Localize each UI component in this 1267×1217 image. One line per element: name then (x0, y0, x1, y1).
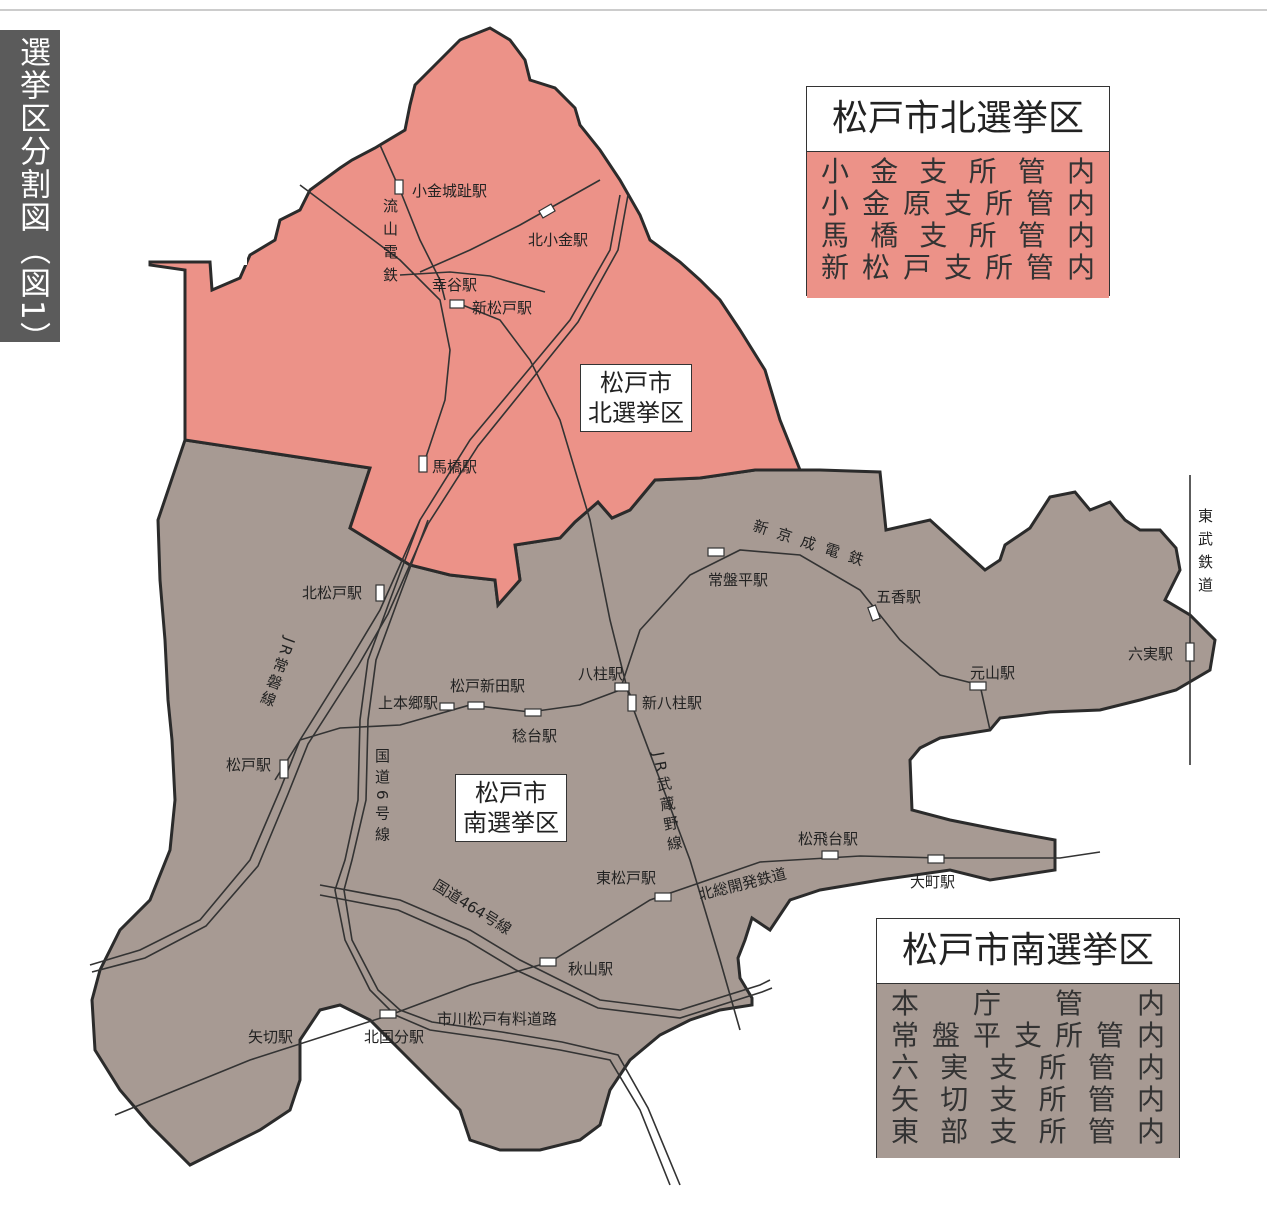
station-mark-kita-kogane (538, 203, 556, 219)
north-district-area (148, 26, 803, 609)
south-district-label-line2: 南選挙区 (463, 809, 559, 837)
north-legend-body: 小金支所管内 小金原支所管内 馬橋支所管内 新松戸支所管内 (807, 152, 1109, 298)
line-label-toll-road: 市川松戸有料道路 (437, 1010, 557, 1028)
route464-road-2 (319, 894, 773, 1019)
station-mark-akiyama (539, 957, 557, 967)
station-label-matsuhidai: 松飛台駅 (798, 830, 858, 848)
station-label-kami-hongo: 上本郷駅 (378, 694, 438, 712)
station-mark-tokiwadaira (707, 547, 725, 557)
south-legend-body: 本庁管内 常盤平支所管内 六実支所管内 矢切支所管内 東部支所管内 (877, 984, 1179, 1158)
station-label-yabashira: 八柱駅 (578, 665, 623, 683)
figure-title-tab: 選挙区分割図（図1） (0, 30, 60, 355)
joban-line-2 (91, 194, 629, 973)
station-label-akiyama: 秋山駅 (568, 960, 613, 978)
station-mark-minoridai (524, 708, 542, 717)
station-label-yagiri: 矢切駅 (248, 1028, 293, 1046)
station-label-shin-matsudo: 新松戸駅 (472, 299, 532, 317)
station-mark-omachi (927, 854, 945, 864)
north-district-label-line2: 北選挙区 (588, 399, 684, 427)
station-label-kita-kokubun: 北国分駅 (364, 1028, 424, 1046)
station-mark-kita-matsudo (375, 584, 385, 602)
south-legend-row: 矢切支所管内 (891, 1083, 1165, 1116)
figure-title: 選挙区分割図（図1） (14, 36, 50, 355)
south-legend-row: 六実支所管内 (891, 1051, 1165, 1084)
north-district-label: 松戸市 北選挙区 (580, 364, 692, 432)
south-district-label: 松戸市 南選挙区 (455, 774, 567, 842)
station-mark-mabashi (418, 455, 428, 473)
station-label-kogane-joshi: 小金城趾駅 (412, 182, 487, 200)
station-label-kita-kogane: 北小金駅 (528, 231, 588, 249)
north-district-label-line1: 松戸市 (600, 369, 672, 397)
south-legend-row: 常盤平支所管内 (891, 1019, 1165, 1052)
north-legend-row: 馬橋支所管内 (821, 219, 1095, 252)
station-mark-shin-yabashira (627, 694, 637, 712)
south-legend: 松戸市南選挙区 本庁管内 常盤平支所管内 六実支所管内 矢切支所管内 東部支所管… (876, 918, 1180, 1158)
station-label-matsudo: 松戸駅 (226, 756, 271, 774)
station-mark-yabashira (614, 682, 630, 692)
line-label-route6: 国道6号線 (373, 748, 391, 848)
station-label-higashi-matsudo: 東松戸駅 (596, 869, 656, 887)
route464-road (319, 884, 771, 1011)
station-label-mabashi: 馬橋駅 (432, 458, 477, 476)
musashino-line (449, 299, 741, 1031)
station-label-tokiwadaira: 常盤平駅 (708, 571, 768, 589)
station-mark-matsuhidai (821, 850, 839, 860)
station-mark-shin-matsudo (449, 299, 465, 309)
station-label-motoyama: 元山駅 (970, 664, 1015, 682)
south-legend-row: 本庁管内 (891, 987, 1165, 1020)
station-label-goko: 五香駅 (876, 588, 921, 606)
station-mark-kita-kokubun (379, 1009, 397, 1019)
kouya-line (399, 271, 546, 293)
station-label-mutsumi: 六実駅 (1128, 645, 1173, 663)
station-mark-kami-hongo (439, 702, 455, 711)
route6-road (334, 519, 671, 1186)
nagareyama-line (299, 184, 451, 461)
station-label-minoridai: 稔台駅 (512, 727, 557, 745)
north-legend-row: 小金支所管内 (821, 155, 1095, 188)
north-legend: 松戸市北選挙区 小金支所管内 小金原支所管内 馬橋支所管内 新松戸支所管内 (806, 86, 1110, 298)
station-mark-mutsumi (1185, 642, 1195, 662)
line-label-tobu: 東武鉄道 (1196, 508, 1214, 600)
station-label-kita-matsudo: 北松戸駅 (302, 584, 362, 602)
north-legend-title: 松戸市北選挙区 (807, 87, 1109, 152)
station-label-omachi: 大町駅 (910, 873, 955, 891)
hokuso-line (114, 851, 1101, 1116)
station-label-shin-yabashira: 新八柱駅 (642, 694, 702, 712)
nagareyama-line-2 (379, 144, 446, 301)
station-mark-kogane-joshi (394, 179, 404, 195)
south-legend-title: 松戸市南選挙区 (877, 919, 1179, 984)
north-legend-row: 小金原支所管内 (821, 187, 1095, 220)
shin-keisei-line (274, 549, 991, 781)
kita-kogane-line (419, 179, 601, 273)
station-mark-goko (867, 604, 881, 622)
station-marks (279, 179, 1195, 1019)
station-mark-higashi-matsudo (654, 892, 672, 902)
station-label-kouya: 幸谷駅 (432, 276, 477, 294)
north-legend-row: 新松戸支所管内 (821, 251, 1095, 284)
station-mark-matsudo (279, 759, 289, 779)
station-mark-matsudo-shinden (467, 701, 485, 710)
joban-line (89, 194, 621, 966)
route6-road-2 (343, 519, 681, 1186)
south-district-label-line1: 松戸市 (475, 779, 547, 807)
station-label-matsudo-shinden: 松戸新田駅 (450, 677, 525, 695)
south-legend-row: 東部支所管内 (891, 1115, 1165, 1148)
station-mark-motoyama (969, 681, 987, 691)
line-label-nagareyama: 流山電鉄 (381, 198, 399, 290)
